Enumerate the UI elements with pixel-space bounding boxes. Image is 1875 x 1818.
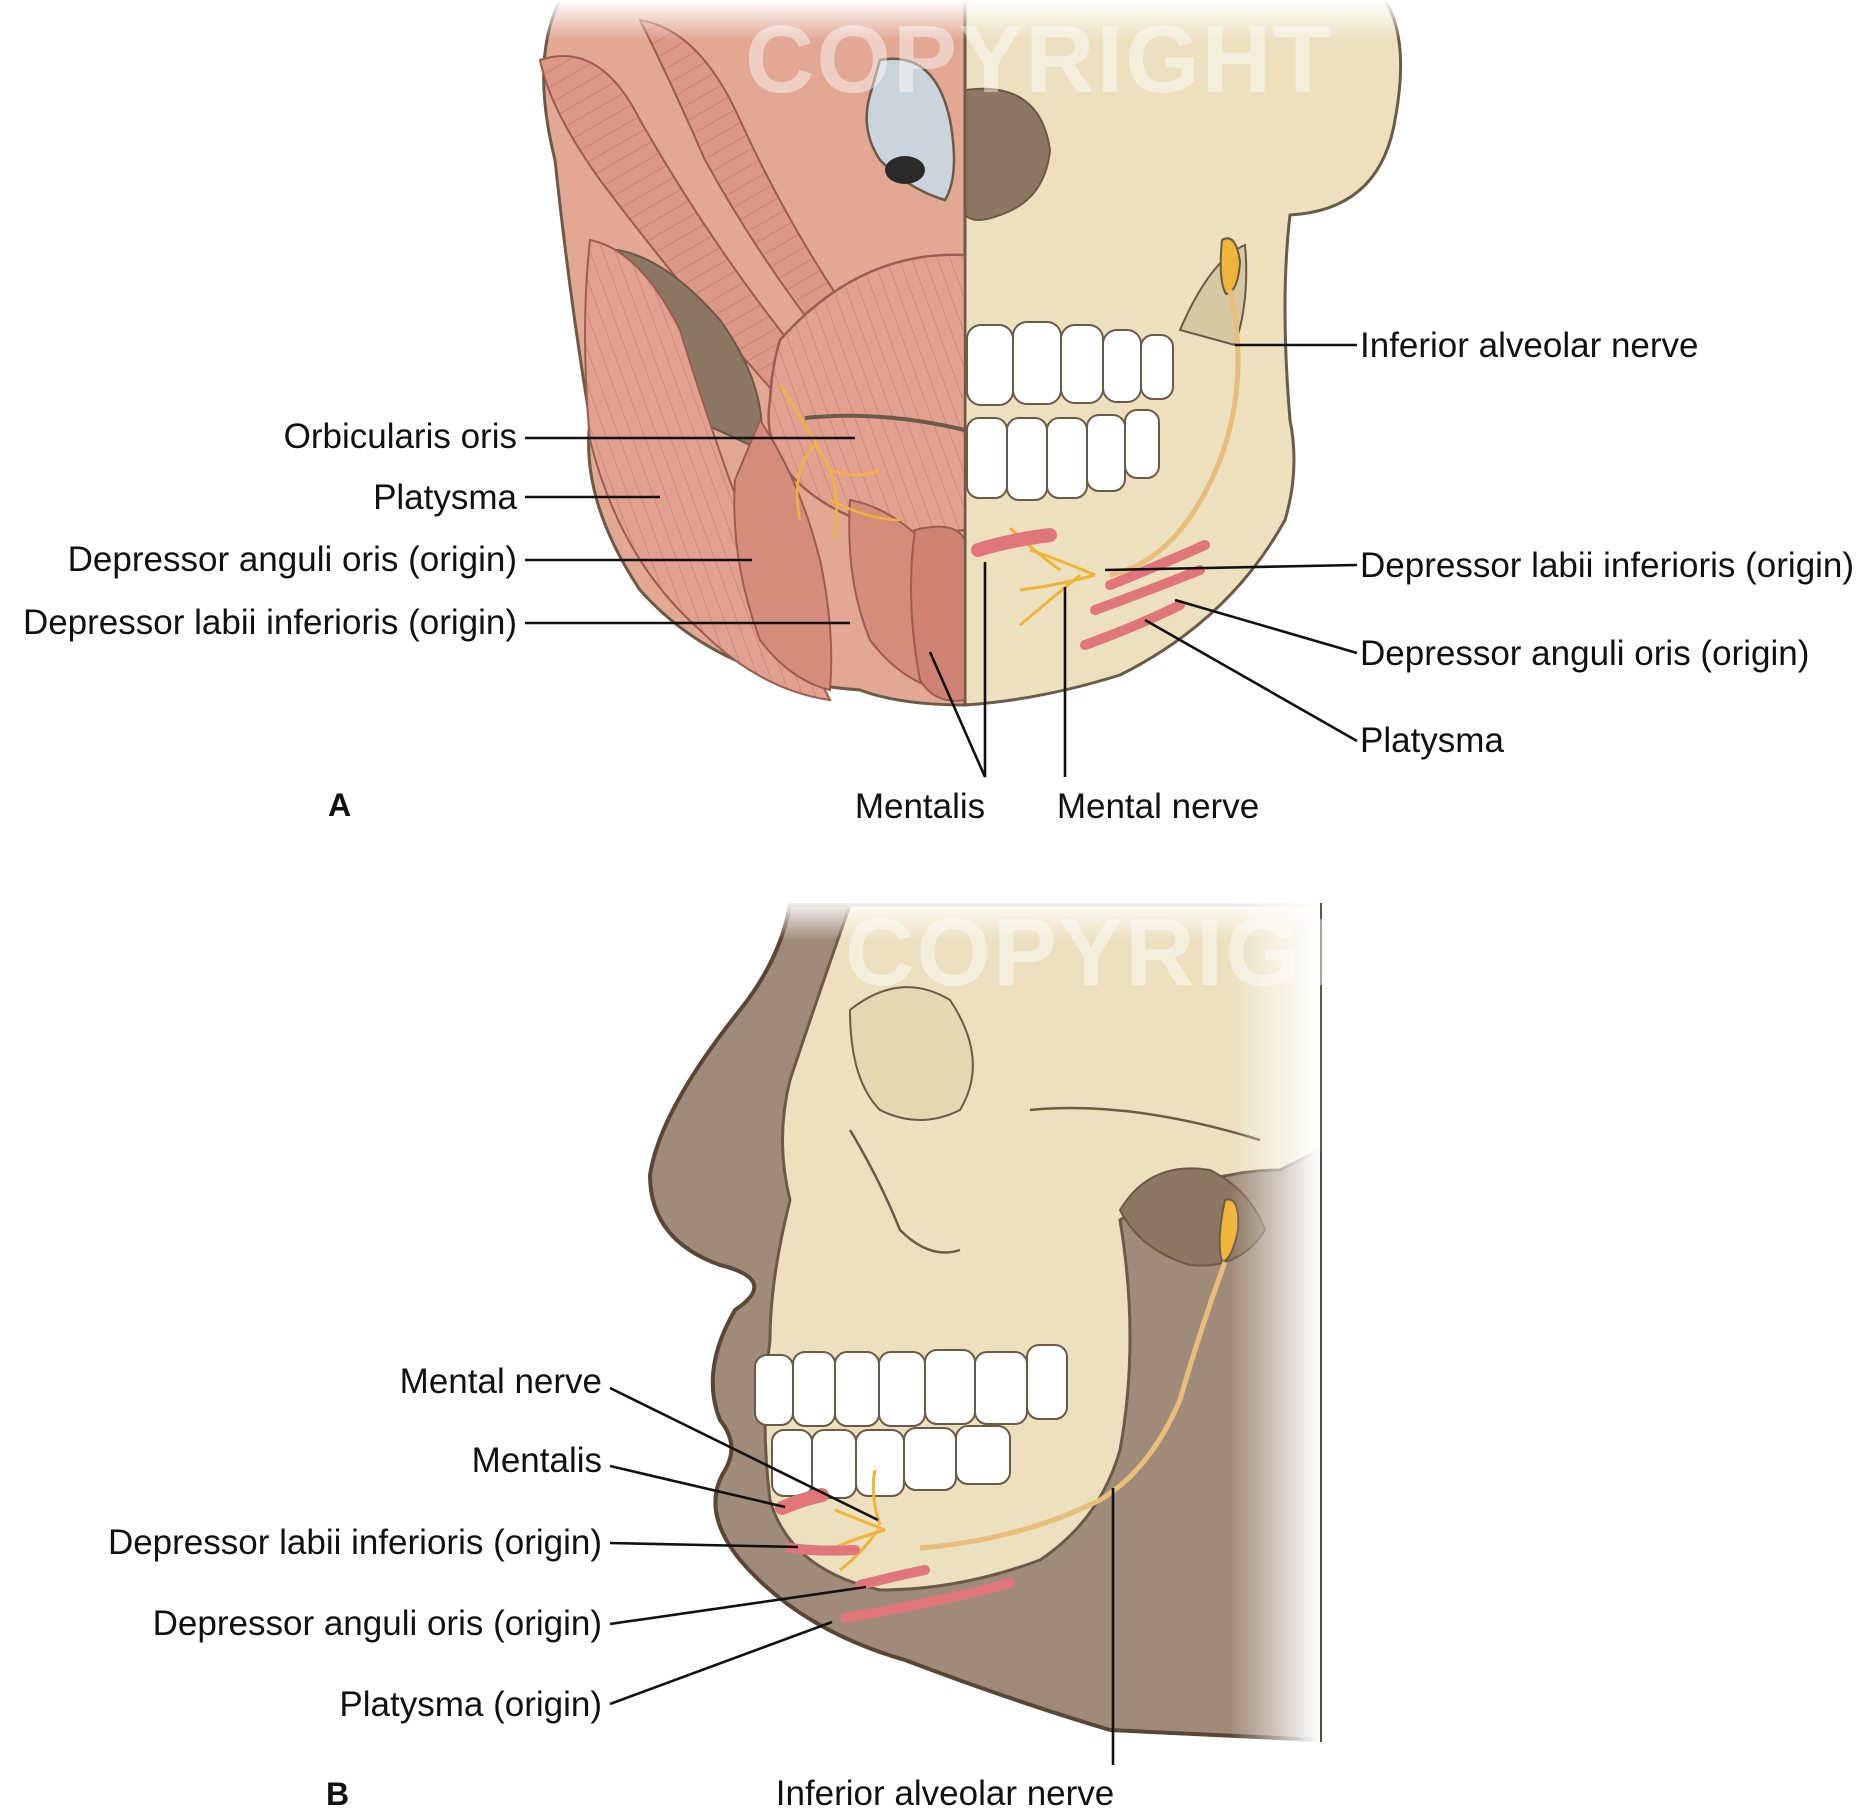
panel-b-leaders: [609, 1386, 1115, 1765]
skull-right-half: [963, 0, 1403, 707]
upper-teeth-b: [754, 1344, 1068, 1427]
panel-b-letter: B: [326, 1776, 349, 1812]
label-a-depressor-anguli-left: Depressor anguli oris (origin): [68, 540, 517, 579]
panel-b-illustration: [647, 900, 1322, 1760]
depressor-labii-origin-b: [785, 1543, 860, 1556]
panel-a-illustration: [520, 0, 1420, 707]
platysma-origin-b: [840, 1578, 1015, 1623]
depressor-anguli-origin-b: [855, 1565, 930, 1590]
label-a-depressor-labii-right: Depressor labii inferioris (origin): [1360, 546, 1854, 585]
label-a-platysma-right: Platysma: [1360, 721, 1504, 760]
label-b-mental-nerve: Mental nerve: [400, 1362, 602, 1401]
label-a-inferior-alveolar-nerve: Inferior alveolar nerve: [1360, 326, 1699, 365]
mental-nerve-branches-b: [829, 1469, 886, 1572]
leader-b-mentalis: [609, 1464, 786, 1509]
leader-a-platysma-right: [1144, 618, 1358, 743]
leader-a-dao-right: [1174, 598, 1358, 655]
leader-a-mentalis: [928, 562, 987, 778]
top-fade-a: [520, 0, 1420, 40]
label-a-platysma-left: Platysma: [373, 478, 517, 517]
platysma-origin-a: [1080, 600, 1185, 650]
inferior-alveolar-canal-b: [919, 1261, 1228, 1551]
label-a-orbicularis-oris: Orbicularis oris: [284, 417, 517, 456]
mandibular-foramen: [1219, 237, 1242, 296]
depressor-anguli-origin-a: [1090, 565, 1205, 615]
label-a-mentalis: Mentalis: [855, 787, 985, 826]
right-fade-b: [1230, 900, 1320, 1760]
mentalis-muscle: [910, 525, 966, 702]
leader-a-dli-right: [1104, 563, 1358, 572]
top-fade-b: [780, 900, 1320, 940]
lip-line: [804, 413, 966, 432]
lower-teeth-b: [771, 1425, 1011, 1499]
label-b-inferior-alveolar-nerve: Inferior alveolar nerve: [776, 1774, 1115, 1813]
label-b-mentalis: Mentalis: [472, 1441, 602, 1480]
upper-teeth: [966, 321, 1174, 406]
orbit-lateral: [848, 986, 974, 1121]
watermark-b: COPYRIGHT: [845, 899, 1434, 1006]
panel-a-letter: A: [328, 787, 351, 823]
label-b-depressor-labii: Depressor labii inferioris (origin): [108, 1523, 602, 1562]
leader-b-mental-nerve: [609, 1386, 879, 1522]
label-b-platysma: Platysma (origin): [339, 1685, 602, 1724]
mental-nerve-branches-a: [1008, 526, 1096, 627]
lower-teeth: [966, 409, 1160, 501]
nasal-aperture: [964, 87, 1052, 221]
nasal-bone-lateral: [848, 1129, 961, 1254]
facial-nerve-branches: [778, 384, 901, 541]
depressor-labii-origin-a: [1105, 540, 1210, 590]
leader-b-depressor-anguli: [609, 1585, 867, 1626]
watermark-a: COPYRIGHT: [745, 6, 1334, 113]
zygomatic-arch: [1029, 1106, 1261, 1142]
label-a-depressor-labii-left: Depressor labii inferioris (origin): [23, 603, 517, 642]
label-a-mental-nerve: Mental nerve: [1057, 787, 1259, 826]
label-a-depressor-anguli-right: Depressor anguli oris (origin): [1360, 634, 1809, 673]
label-b-depressor-anguli: Depressor anguli oris (origin): [153, 1604, 602, 1643]
leader-b-platysma: [609, 1620, 833, 1706]
nostril: [885, 156, 925, 184]
leader-b-depressor-labii: [609, 1541, 799, 1549]
mentalis-origin-a: [971, 528, 1057, 557]
panel-a-leaders: [525, 343, 1358, 778]
